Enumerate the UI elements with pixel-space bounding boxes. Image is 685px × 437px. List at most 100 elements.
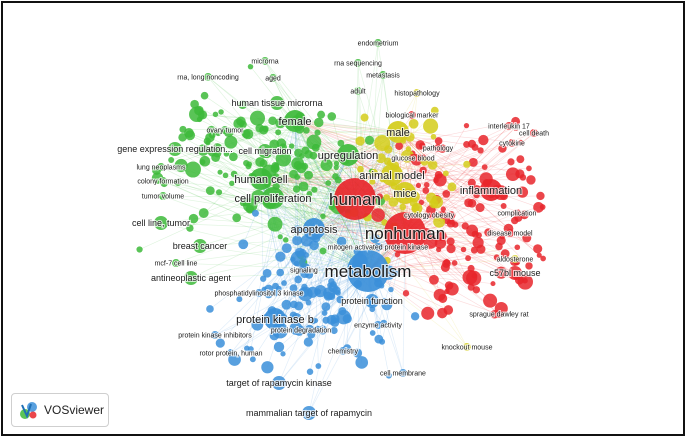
node-phosphatidylinositol[interactable] xyxy=(255,289,263,297)
network-node[interactable] xyxy=(222,172,229,179)
network-node[interactable] xyxy=(336,309,351,325)
network-node[interactable] xyxy=(357,165,364,173)
network-node[interactable] xyxy=(533,244,543,254)
network-node[interactable] xyxy=(309,240,319,251)
network-node[interactable] xyxy=(212,111,219,118)
network-node[interactable] xyxy=(328,203,336,211)
network-node[interactable] xyxy=(314,117,324,128)
network-node[interactable] xyxy=(475,203,485,213)
network-node[interactable] xyxy=(223,151,230,157)
network-node[interactable] xyxy=(430,133,437,140)
network-node[interactable] xyxy=(447,211,456,220)
network-node[interactable] xyxy=(418,199,425,206)
network-node[interactable] xyxy=(383,194,391,201)
node-chemistry[interactable] xyxy=(339,347,347,355)
node-metastasis[interactable] xyxy=(379,71,387,79)
node-complication[interactable] xyxy=(513,209,521,217)
network-node[interactable] xyxy=(321,310,328,316)
network-node[interactable] xyxy=(352,348,363,358)
network-node[interactable] xyxy=(198,208,209,218)
network-node[interactable] xyxy=(262,125,269,133)
network-node[interactable] xyxy=(168,157,175,164)
node-inflammation[interactable] xyxy=(480,179,502,201)
network-node[interactable] xyxy=(268,116,277,126)
network-node[interactable] xyxy=(525,262,533,270)
network-node[interactable] xyxy=(423,182,430,188)
network-node[interactable] xyxy=(500,249,510,258)
network-node[interactable] xyxy=(336,236,347,247)
network-node[interactable] xyxy=(484,228,493,237)
network-node[interactable] xyxy=(420,157,429,166)
network-node[interactable] xyxy=(288,143,295,149)
network-node[interactable] xyxy=(321,302,331,312)
node-protein-degradation[interactable] xyxy=(297,326,305,334)
node-human[interactable] xyxy=(334,178,376,220)
node-microrna[interactable] xyxy=(261,57,269,65)
network-node[interactable] xyxy=(438,293,448,303)
network-node[interactable] xyxy=(315,363,322,369)
network-node[interactable] xyxy=(496,235,506,246)
network-node[interactable] xyxy=(259,159,268,168)
network-node[interactable] xyxy=(408,118,419,129)
network-node[interactable] xyxy=(429,274,439,285)
network-node[interactable] xyxy=(281,299,292,310)
network-node[interactable] xyxy=(229,180,235,187)
network-node[interactable] xyxy=(224,135,238,149)
network-node[interactable] xyxy=(298,181,309,192)
network-node[interactable] xyxy=(314,284,327,298)
network-node[interactable] xyxy=(442,170,449,177)
node-obesity[interactable] xyxy=(439,211,447,219)
network-node[interactable] xyxy=(519,174,527,181)
network-node[interactable] xyxy=(516,186,529,198)
network-node[interactable] xyxy=(217,169,223,175)
node-pathology[interactable] xyxy=(434,144,442,152)
network-node[interactable] xyxy=(437,307,448,319)
node-breast-cancer[interactable] xyxy=(193,239,207,253)
node-metabolism[interactable] xyxy=(347,250,389,292)
node-target-of-rapamycin-kinase[interactable] xyxy=(272,376,286,390)
node-rotor-protein-human[interactable] xyxy=(227,349,235,357)
network-node[interactable] xyxy=(312,318,319,324)
node-aldosterone[interactable] xyxy=(511,255,519,263)
network-node[interactable] xyxy=(233,118,244,129)
node-protein-kinase-b[interactable] xyxy=(264,308,286,330)
node-interleukin-17[interactable] xyxy=(505,122,513,130)
network-node[interactable] xyxy=(490,281,496,287)
network-node[interactable] xyxy=(275,117,286,129)
network-node[interactable] xyxy=(419,166,427,175)
node-cell-migration[interactable] xyxy=(258,144,272,158)
network-node[interactable] xyxy=(376,193,383,200)
network-node[interactable] xyxy=(211,153,221,162)
network-node[interactable] xyxy=(251,209,259,217)
network-node[interactable] xyxy=(425,211,433,218)
network-node[interactable] xyxy=(434,137,443,145)
network-node[interactable] xyxy=(355,356,369,369)
network-node[interactable] xyxy=(200,91,209,100)
network-node[interactable] xyxy=(468,157,478,167)
network-node[interactable] xyxy=(477,147,484,154)
node-biological-marker[interactable] xyxy=(408,111,416,119)
network-node[interactable] xyxy=(440,206,446,212)
node-mcf-7-cell-line[interactable] xyxy=(172,259,180,267)
node-gene-expression-regulation[interactable] xyxy=(168,142,182,156)
network-node[interactable] xyxy=(249,110,266,126)
network-node[interactable] xyxy=(271,289,279,297)
network-node[interactable] xyxy=(281,280,287,286)
network-node[interactable] xyxy=(289,284,298,293)
network-node[interactable] xyxy=(304,150,313,159)
network-node[interactable] xyxy=(238,239,249,250)
network-node[interactable] xyxy=(423,118,439,134)
network-node[interactable] xyxy=(478,134,489,146)
network-node[interactable] xyxy=(242,198,258,213)
network-node[interactable] xyxy=(264,284,274,295)
network-node[interactable] xyxy=(306,191,313,197)
network-node[interactable] xyxy=(275,251,286,262)
network-node[interactable] xyxy=(304,170,314,180)
network-node[interactable] xyxy=(328,278,335,285)
node-human-cell[interactable] xyxy=(250,168,272,190)
network-node[interactable] xyxy=(476,232,482,239)
network-node[interactable] xyxy=(280,351,286,357)
network-node[interactable] xyxy=(247,346,254,353)
network-node[interactable] xyxy=(436,231,447,242)
network-node[interactable] xyxy=(380,319,388,327)
